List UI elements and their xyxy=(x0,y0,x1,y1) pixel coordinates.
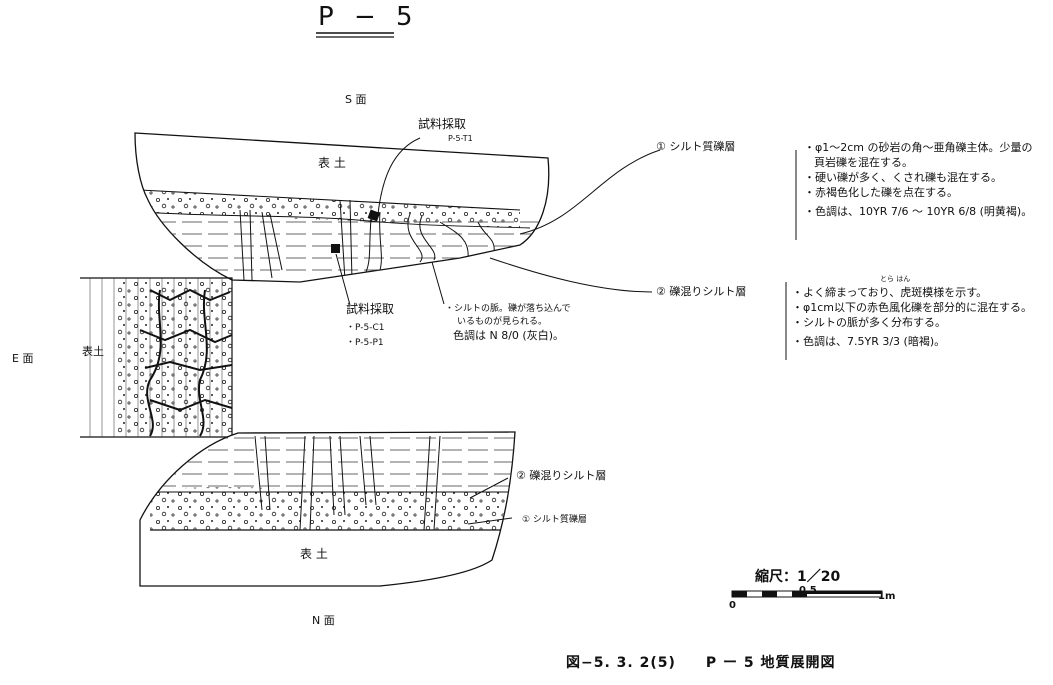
sample-mid-id-2: ・P-5-P1 xyxy=(346,338,384,348)
s-face-section xyxy=(134,132,550,283)
layer2-notes: ・よく締まっており、虎斑模様を示す。 ・φ1cm以下の赤色風化礫を部分的に混在す… xyxy=(792,285,1032,349)
layer2-name: ② 礫混りシルト層 xyxy=(656,285,747,298)
layer1-note: ・硬い礫が多く、くされ礫も混在する。 xyxy=(804,171,1002,184)
leader-lines xyxy=(335,137,661,525)
e-face-label: E 面 xyxy=(12,352,34,365)
topsoil-label-e: 表土 xyxy=(82,345,104,358)
scale-tick-half: 0.5 xyxy=(799,585,817,596)
layer1-note: ・色調は、10YR 7/6 〜 10YR 6/8 (明黄褐)。 xyxy=(804,205,1033,218)
sample-top-id: P-5-T1 xyxy=(448,134,473,143)
topsoil-label-s: 表 土 xyxy=(318,156,346,170)
s-face-label: S 面 xyxy=(345,93,367,106)
n-face-label: N 面 xyxy=(312,614,335,627)
vein-note: ・シルトの脈。礫が落ち込んで いるものが見られる。 色調は N 8/0 (灰白)… xyxy=(445,303,571,342)
layer2-note: ・色調は、7.5YR 3/3 (暗褐)。 xyxy=(792,335,946,348)
vein-note-line: ・シルトの脈。礫が落ち込んで xyxy=(445,304,571,314)
layer1-note: ・φ1〜2cm の砂岩の角〜亜角礫主体。少量の xyxy=(804,141,1033,154)
sample-mid-label: 試料採取 xyxy=(346,302,395,316)
sample-top-label: 試料採取 xyxy=(418,117,467,131)
scale-bar xyxy=(731,590,883,598)
n-layer1-label: ① シルト質礫層 xyxy=(522,515,587,525)
sample-mid-id-1: ・P-5-C1 xyxy=(346,323,385,333)
layer1-notes: ・φ1〜2cm の砂岩の角〜亜角礫主体。少量の 頁岩礫を混在する。 ・硬い礫が多… xyxy=(804,140,1033,219)
layer1-name-text: ① シルト質礫層 xyxy=(656,140,736,153)
n-face-section xyxy=(139,431,516,587)
topsoil-label-n: 表 土 xyxy=(300,547,328,561)
layer1-note: 頁岩礫を混在する。 xyxy=(814,156,913,169)
figure-caption: 図−5. 3. 2(5) P ー 5 地質展開図 xyxy=(566,655,836,671)
e-face-section xyxy=(80,277,233,438)
layer2-note: ・よく締まっており、虎斑模様を示す。 xyxy=(792,286,988,299)
layer2-ruby: とら はん xyxy=(880,275,911,283)
page-title: P − 5 xyxy=(318,2,419,32)
vein-note-line: 色調は N 8/0 (灰白)。 xyxy=(453,329,565,342)
layer2-note: ・シルトの脈が多く分布する。 xyxy=(792,316,946,329)
scale-tick-0: 0 xyxy=(729,600,736,611)
layer1-note: ・赤褐色化した礫を点在する。 xyxy=(804,186,958,199)
layer1-name: ① シルト質礫層 xyxy=(656,140,735,154)
vein-note-line: いるものが見られる。 xyxy=(457,317,548,327)
n-layer2-label: ② 礫混りシルト層 xyxy=(516,469,607,482)
scale-title: 縮尺：1／20 xyxy=(755,569,841,585)
layer2-note: ・φ1cm以下の赤色風化礫を部分的に混在する。 xyxy=(792,301,1033,314)
scale-tick-1m: 1m xyxy=(878,591,896,602)
